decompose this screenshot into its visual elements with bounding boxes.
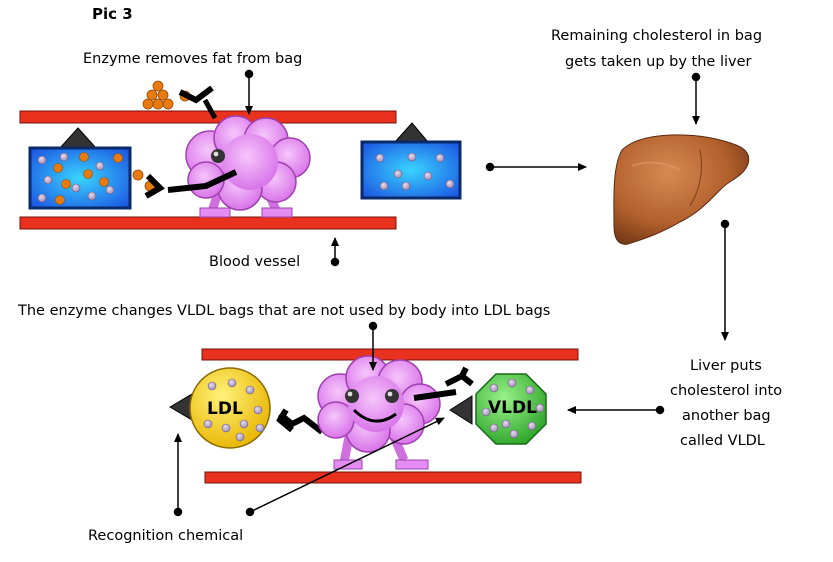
label-remaining-line2: gets taken up by the liver xyxy=(565,54,752,70)
blood-vessel-bottom-top-wall xyxy=(201,348,579,361)
cholesterol-bag-right xyxy=(360,122,462,200)
ldl-label: LDL xyxy=(207,399,243,419)
enzyme-top xyxy=(144,85,311,218)
diagram-title: Pic 3 xyxy=(92,5,133,23)
blood-vessel-top-wall xyxy=(19,110,397,124)
liver-image xyxy=(613,134,750,245)
label-recognition-chemical: Recognition chemical xyxy=(88,528,243,544)
label-enzyme-changes: The enzyme changes VLDL bags that are no… xyxy=(17,303,550,319)
vldl-bag: VLDL xyxy=(449,373,547,445)
fat-bag-left xyxy=(28,127,132,210)
label-liver-line2: cholesterol into xyxy=(670,383,782,399)
ldl-bag: LDL xyxy=(169,367,271,449)
blood-vessel-bottom-wall xyxy=(19,216,397,230)
pointer-arrows xyxy=(173,69,730,517)
enzyme-bottom xyxy=(276,355,474,470)
label-remaining-line1: Remaining cholesterol in bag xyxy=(551,28,762,44)
vldl-label: VLDL xyxy=(488,398,537,418)
fat-droplets xyxy=(132,80,191,192)
label-liver-line3: another bag xyxy=(682,408,771,424)
label-blood-vessel: Blood vessel xyxy=(209,254,300,270)
label-enzyme-removes-fat: Enzyme removes fat from bag xyxy=(83,51,302,67)
label-liver-line4: called VLDL xyxy=(680,433,765,449)
label-liver-line1: Liver puts xyxy=(690,358,762,374)
blood-vessel-bottom-bottom-wall xyxy=(204,471,582,484)
